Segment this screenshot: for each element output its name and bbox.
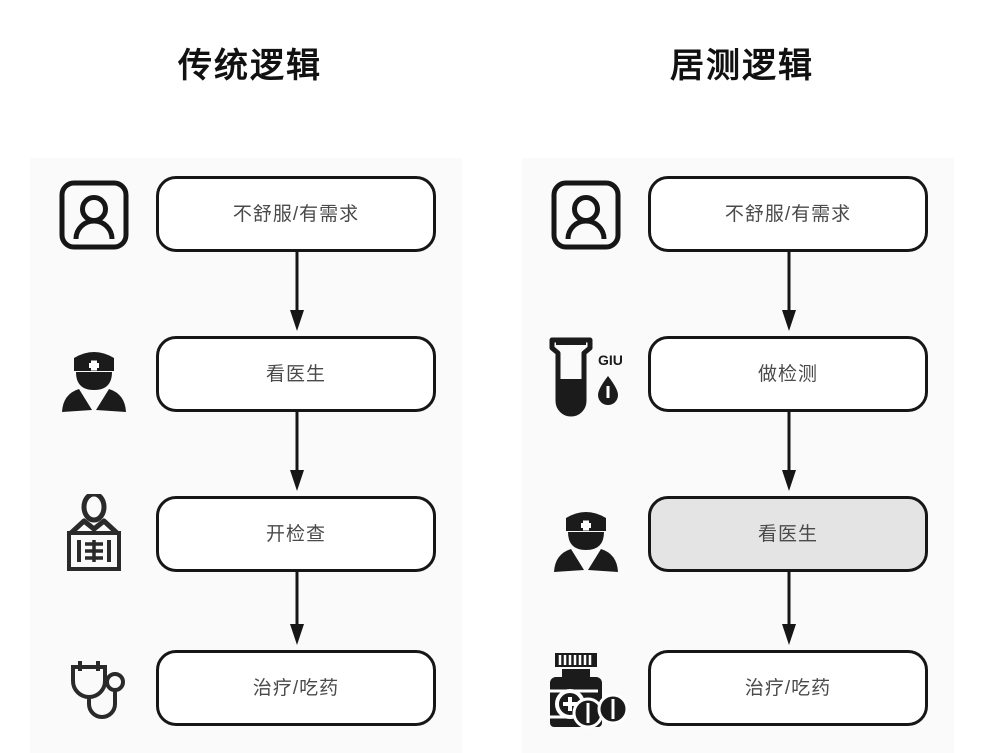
test-tube-icon: GIU [538, 332, 634, 418]
panel-traditional: 不舒服/有需求 看医 [30, 158, 462, 753]
patient-portrait-icon [46, 172, 142, 258]
pill-bottle-icon [538, 646, 634, 732]
node-testing-2[interactable]: 做检测 [648, 336, 928, 412]
doctor-icon [46, 332, 142, 418]
patient-portrait-icon [538, 172, 634, 258]
node-label: 开检查 [265, 523, 326, 545]
column-title-testing-first: 居测逻辑 [670, 47, 814, 85]
arrow-testing-3-to-4 [782, 572, 796, 646]
panel-testing-first: 不舒服/有需求 GIU 做检测 [522, 158, 954, 753]
node-traditional-4[interactable]: 治疗/吃药 [156, 650, 436, 726]
node-label: 治疗/吃药 [252, 677, 340, 699]
flow-step-traditional-4: 治疗/吃药 [30, 646, 462, 732]
node-label: 治疗/吃药 [744, 677, 832, 699]
column-title-traditional: 传统逻辑 [178, 47, 322, 85]
node-traditional-1[interactable]: 不舒服/有需求 [156, 176, 436, 252]
stethoscope-icon [46, 646, 142, 732]
flow-step-traditional-3: 开检查 [30, 492, 462, 578]
flow-step-traditional-1: 不舒服/有需求 [30, 172, 462, 258]
node-label: 不舒服/有需求 [232, 203, 360, 225]
arrow-traditional-3-to-4 [290, 572, 304, 646]
node-label: 看医生 [265, 363, 326, 385]
medical-exam-icon [46, 492, 142, 578]
arrow-traditional-2-to-3 [290, 412, 304, 492]
flow-step-testing-3: 看医生 [522, 492, 954, 578]
arrow-testing-2-to-3 [782, 412, 796, 492]
node-label: 看医生 [757, 523, 818, 545]
arrow-traditional-1-to-2 [290, 252, 304, 332]
node-traditional-2[interactable]: 看医生 [156, 336, 436, 412]
node-testing-1[interactable]: 不舒服/有需求 [648, 176, 928, 252]
arrow-testing-1-to-2 [782, 252, 796, 332]
node-testing-4[interactable]: 治疗/吃药 [648, 650, 928, 726]
node-testing-3[interactable]: 看医生 [648, 496, 928, 572]
flow-step-testing-1: 不舒服/有需求 [522, 172, 954, 258]
node-label: 不舒服/有需求 [724, 203, 852, 225]
node-label: 做检测 [757, 363, 818, 385]
node-traditional-3[interactable]: 开检查 [156, 496, 436, 572]
doctor-icon [538, 492, 634, 578]
flow-step-testing-2: GIU 做检测 [522, 332, 954, 418]
flow-step-testing-4: 治疗/吃药 [522, 646, 954, 732]
flow-step-traditional-2: 看医生 [30, 332, 462, 418]
test-tube-icon-label: GIU [598, 352, 623, 368]
